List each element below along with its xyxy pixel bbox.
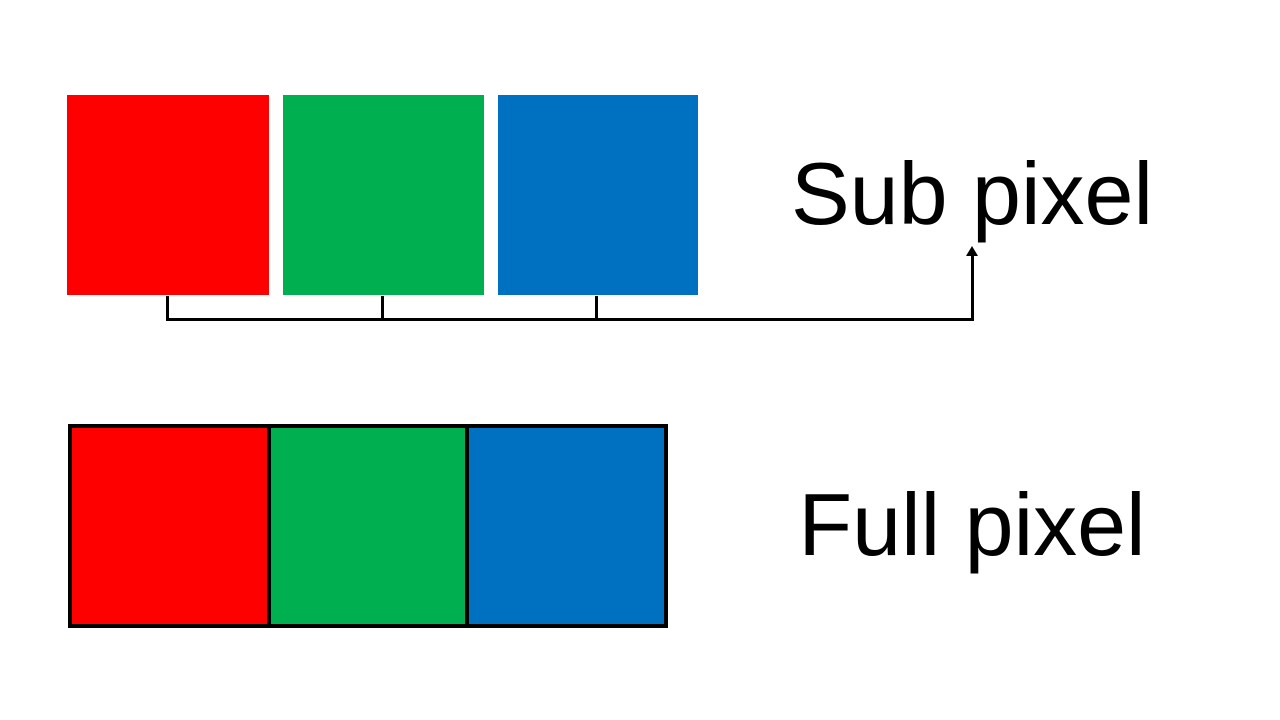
fullpixel-blue-cell bbox=[465, 428, 665, 624]
fullpixel-red-cell bbox=[72, 428, 267, 624]
sub-pixel-label: Sub pixel bbox=[790, 144, 1153, 243]
arrow-stem bbox=[971, 254, 974, 321]
subpixel-red-square bbox=[67, 95, 269, 295]
fullpixel-green-cell bbox=[266, 428, 466, 624]
bracket-horizontal-line bbox=[166, 318, 974, 321]
full-pixel-label: Full pixel bbox=[798, 475, 1146, 574]
subpixel-green-square bbox=[283, 95, 484, 295]
subpixel-blue-square bbox=[498, 95, 698, 295]
full-pixel-box bbox=[68, 424, 668, 628]
bracket-tick-green bbox=[381, 296, 384, 320]
bracket-tick-blue bbox=[595, 296, 598, 320]
bracket-tick-red bbox=[166, 296, 169, 320]
arrow-up-icon bbox=[966, 246, 978, 256]
